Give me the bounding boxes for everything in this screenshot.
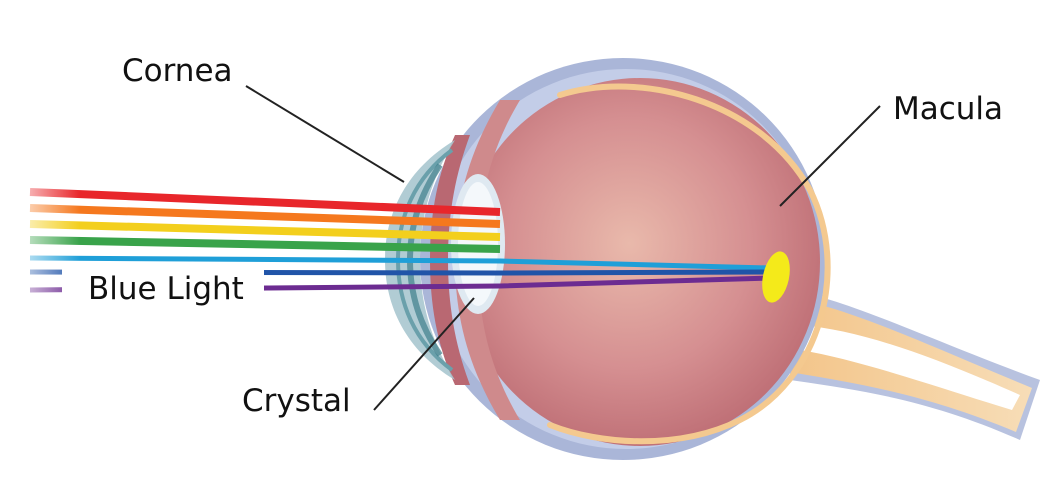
optic-nerve xyxy=(790,290,1040,440)
orange-ray xyxy=(29,204,501,228)
cornea-leader-line xyxy=(245,85,405,183)
crystal-leader-line xyxy=(373,297,475,411)
blue-light-text: Blue Light xyxy=(88,271,244,307)
eye-body xyxy=(460,78,820,446)
red-ray xyxy=(29,188,501,216)
cornea-label: Cornea xyxy=(122,53,233,89)
blue-light-label: Blue Light xyxy=(62,262,264,314)
yellow-ray xyxy=(29,220,501,241)
green-ray xyxy=(29,236,501,253)
macula-label: Macula xyxy=(893,91,1004,127)
retina xyxy=(547,83,831,445)
macula xyxy=(762,251,790,303)
macula-leader-line xyxy=(779,105,881,207)
light-blue-ray xyxy=(29,255,771,271)
crystal-label: Crystal xyxy=(242,383,351,419)
